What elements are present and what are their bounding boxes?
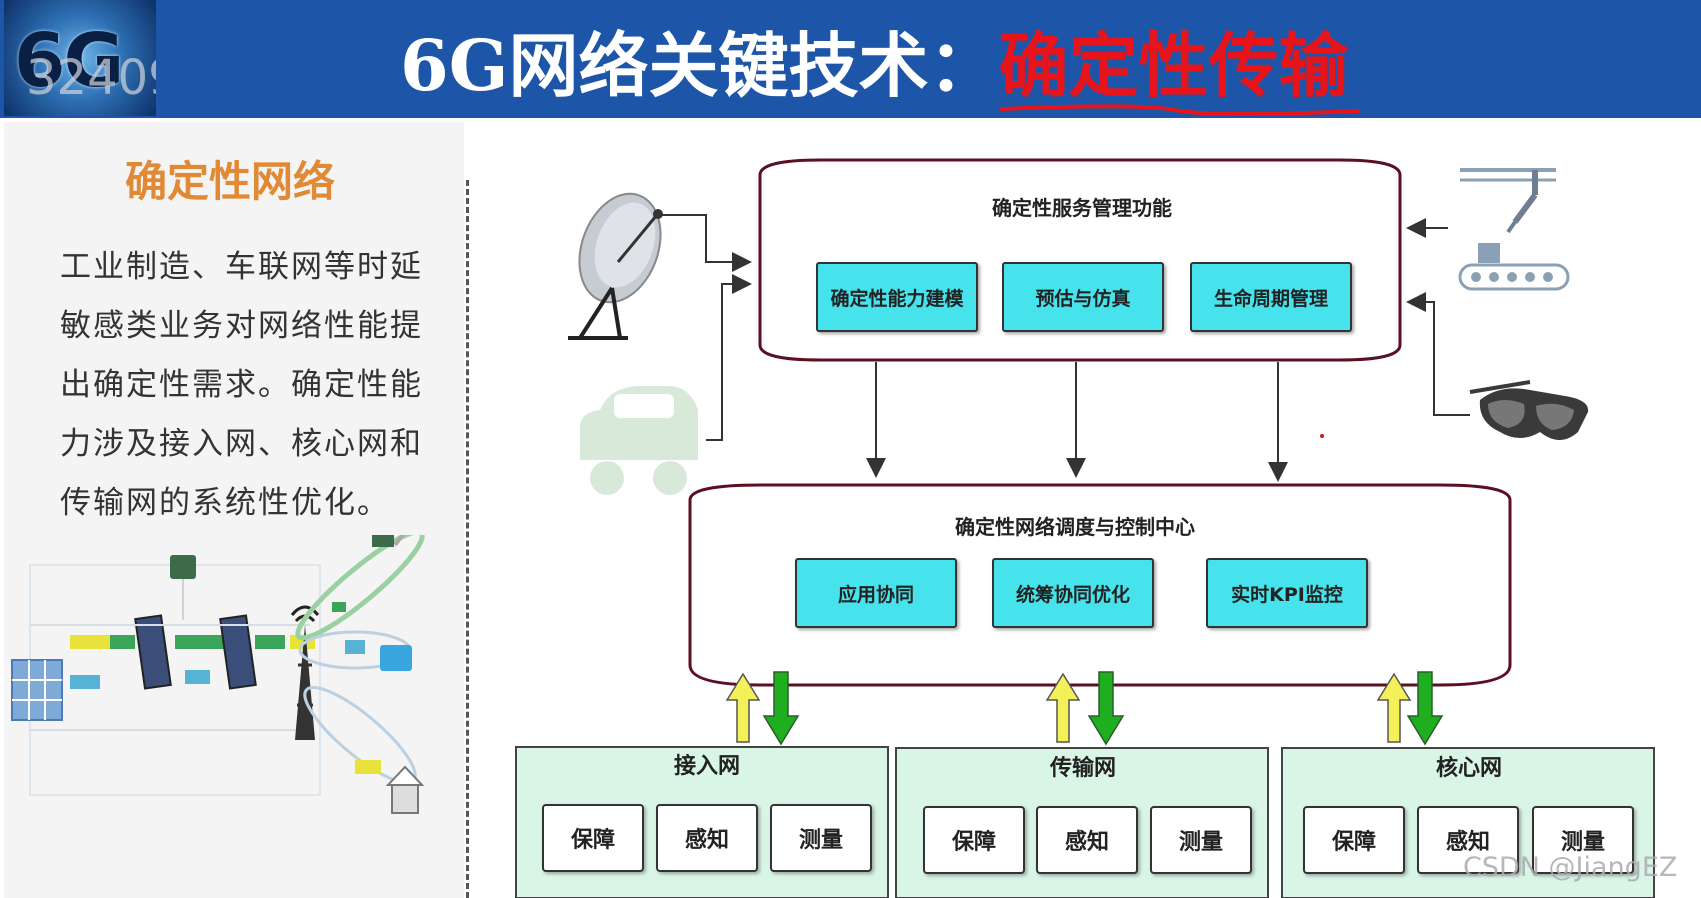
transport-network-label: 传输网	[1050, 756, 1117, 781]
left-description: 工业制造、车联网等时延 敏感类业务对网络性能提 出确定性需求。确定性能 力涉及接…	[60, 238, 432, 533]
control-layer-title: 确定性网络调度与控制中心	[955, 515, 1195, 539]
vr-glasses-icon	[1469, 380, 1589, 440]
page-title: 6G网络关键技术：确定性传输	[400, 10, 1349, 111]
title-underline	[1000, 104, 1361, 116]
access-measurement-box: 测量	[770, 804, 872, 872]
watermark-number: 32409829	[26, 50, 156, 106]
core-measurement-box: 测量	[1532, 806, 1634, 874]
transport-assurance-box: 保障	[923, 806, 1025, 874]
description-line: 工业制造、车联网等时延	[60, 249, 423, 285]
csdn-credit-watermark: CSDN @JiangEZ	[1463, 852, 1678, 883]
access-updown-arrows	[725, 671, 800, 746]
core-updown-arrows	[1376, 671, 1444, 746]
description-line: 出确定性需求。确定性能	[60, 367, 423, 403]
app-coordination-box: 应用协同	[795, 558, 957, 628]
transport-updown-arrows	[1045, 671, 1125, 746]
realtime-kpi-box: 实时KPI监控	[1206, 558, 1368, 628]
description-line: 传输网的系统性优化。	[60, 485, 390, 521]
glasses-input-arrow	[1406, 292, 1470, 416]
access-sensing-box: 感知	[656, 804, 758, 872]
core-network-label: 核心网	[1436, 756, 1503, 781]
up-arrow	[1376, 672, 1412, 743]
down-arrow	[762, 671, 800, 746]
capability-modeling-box: 确定性能力建模	[816, 262, 978, 332]
6g-logo: 6G 32409829	[4, 0, 156, 116]
transport-measurement-box: 测量	[1150, 806, 1252, 874]
down-arrow	[1406, 671, 1444, 746]
title-highlight: 确定性传输	[998, 24, 1349, 107]
up-arrow	[725, 672, 761, 743]
satellite-dish-icon	[568, 192, 663, 340]
transport-sensing-box: 感知	[1036, 806, 1138, 874]
core-assurance-box: 保障	[1303, 806, 1405, 874]
header-bar: 6G 32409829 6G网络关键技术：确定性传输	[0, 0, 1701, 118]
access-assurance-box: 保障	[542, 804, 644, 872]
car-input-arrow	[706, 274, 752, 441]
robot-arm-conveyor-icon	[1458, 168, 1570, 291]
service-layer-title: 确定性服务管理功能	[992, 196, 1172, 220]
description-line: 力涉及接入网、核心网和	[60, 426, 423, 462]
prediction-simulation-box: 预估与仿真	[1002, 262, 1164, 332]
dashed-divider	[466, 180, 469, 898]
down-arrow	[1087, 671, 1125, 746]
factory-network-illustration	[11, 535, 425, 814]
logo-text: 6G	[14, 18, 124, 104]
left-panel	[4, 122, 464, 898]
left-title: 确定性网络	[125, 157, 336, 206]
car-icon	[580, 386, 698, 495]
core-sensing-box: 感知	[1417, 806, 1519, 874]
description-line: 敏感类业务对网络性能提	[60, 308, 423, 344]
satellite-input-arrow	[660, 214, 752, 272]
title-prefix: 6G网络关键技术：	[400, 24, 999, 107]
lifecycle-management-box: 生命周期管理	[1190, 262, 1352, 332]
access-network-label: 接入网	[674, 754, 741, 779]
red-dot-mark	[1320, 434, 1324, 438]
up-arrow	[1045, 672, 1081, 743]
overall-optimization-box: 统筹协同优化	[992, 558, 1154, 628]
